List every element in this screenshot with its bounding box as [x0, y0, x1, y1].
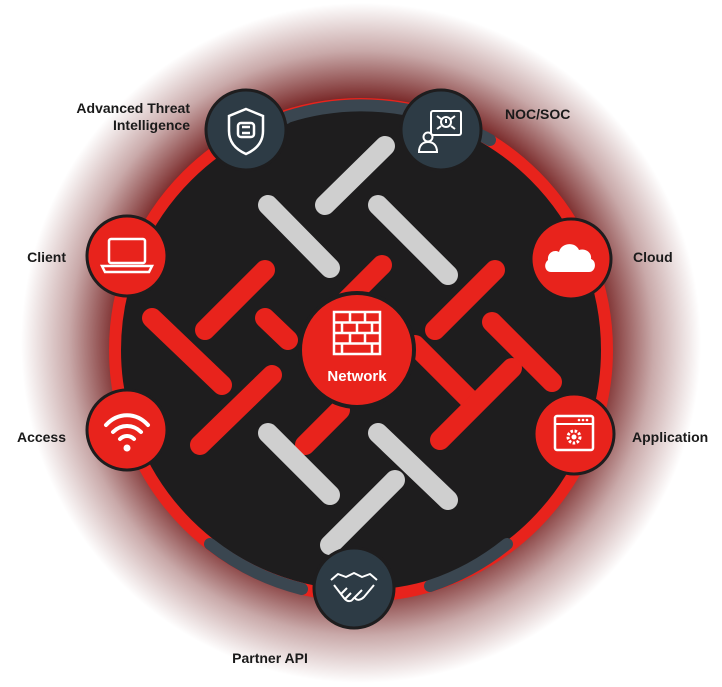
node-partner-api[interactable]	[312, 546, 396, 630]
label-application: Application	[632, 429, 709, 445]
operator-screen-icon	[417, 110, 462, 153]
label-partner-api: Partner API	[232, 650, 308, 666]
node-client[interactable]	[85, 214, 169, 298]
node-advanced-threat-intelligence[interactable]	[204, 88, 288, 172]
label-advanced-threat-intelligence: Advanced Threat Intelligence	[76, 100, 190, 133]
label-client: Client	[27, 249, 66, 265]
app-window-gear-icon	[553, 414, 595, 452]
firewall-icon	[332, 310, 382, 356]
label-cloud: Cloud	[633, 249, 673, 265]
shield-chip-icon	[227, 107, 265, 156]
label-noc-soc: NOC/SOC	[505, 106, 571, 122]
wifi-icon	[104, 413, 150, 452]
label-access: Access	[16, 429, 66, 445]
node-application[interactable]	[532, 392, 616, 476]
node-access[interactable]	[85, 388, 169, 472]
node-noc-soc[interactable]	[399, 88, 483, 172]
network-label: Network	[327, 368, 387, 385]
woven-stripes	[142, 136, 562, 555]
network-node[interactable]: Network	[298, 291, 416, 409]
cloud-icon	[545, 244, 595, 272]
node-cloud[interactable]	[529, 217, 613, 301]
laptop-icon	[99, 237, 155, 274]
handshake-icon	[330, 572, 378, 603]
